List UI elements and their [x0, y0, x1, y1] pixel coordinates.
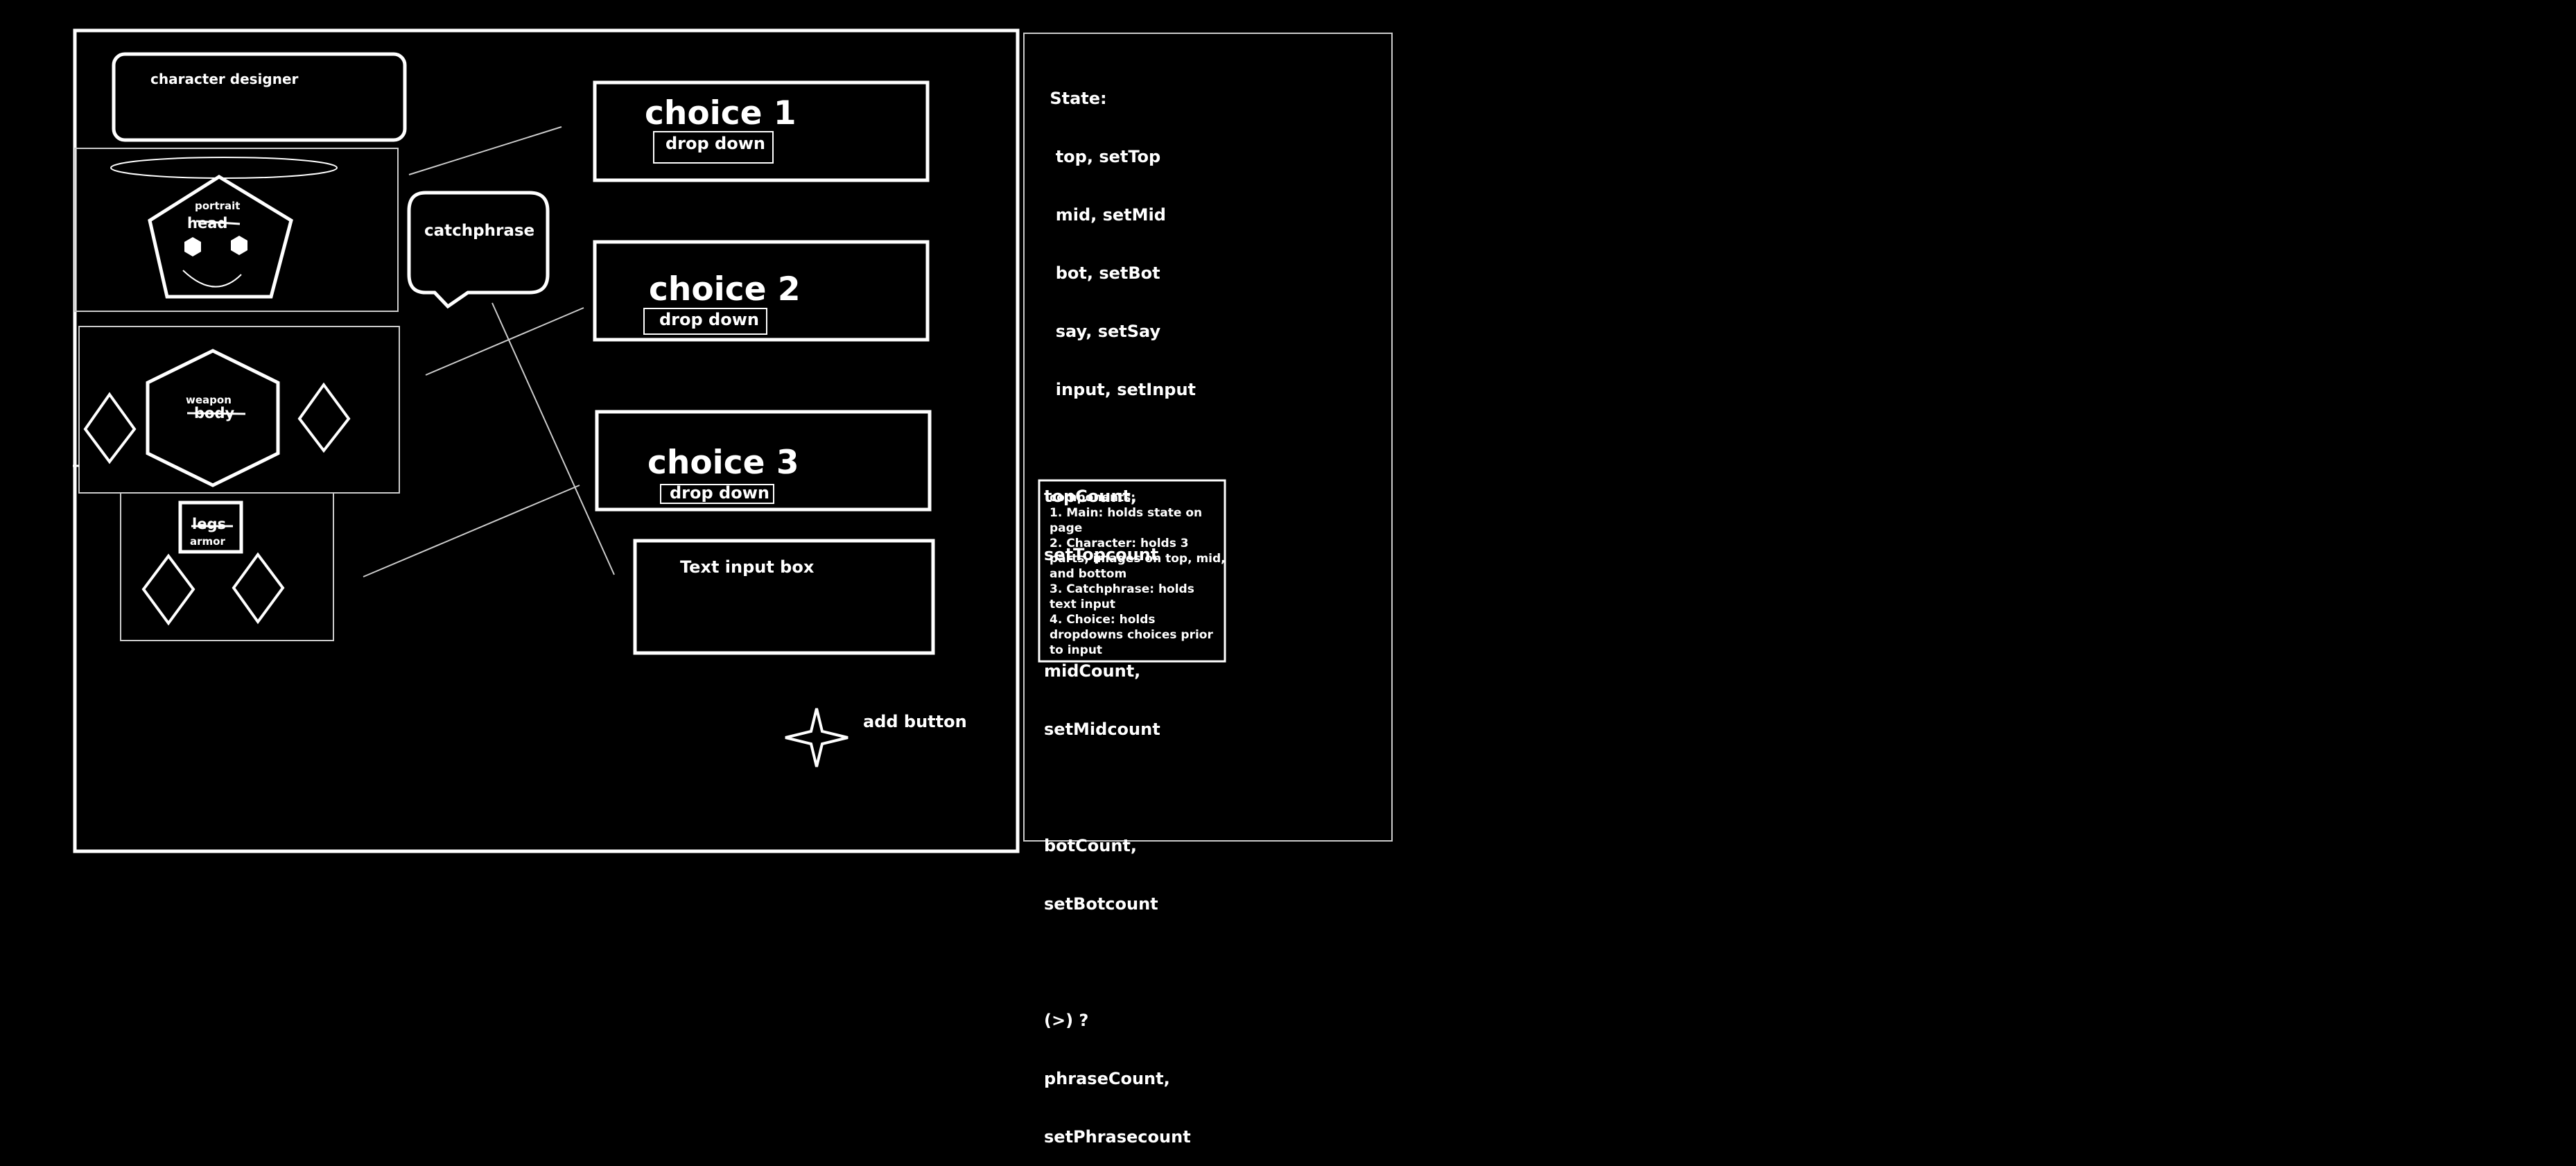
add-button-label[interactable]: add button — [863, 712, 967, 731]
left-diamond-icon — [83, 392, 137, 464]
legs-section — [120, 492, 334, 641]
text-input-label[interactable]: Text input box — [680, 557, 815, 577]
head-pentagon — [148, 175, 293, 299]
weapon-label: weapon — [186, 394, 232, 406]
dropdown-box-3 — [660, 484, 774, 504]
body-section — [78, 326, 400, 494]
body-label: body — [194, 405, 235, 421]
title-box — [112, 52, 407, 142]
choice-box-2 — [593, 240, 930, 342]
wireframe-canvas — [73, 28, 1393, 853]
connector-line — [425, 307, 584, 376]
dropdown-3[interactable]: drop down — [670, 483, 769, 503]
left-leg-diamond-icon — [141, 553, 195, 626]
legs-box — [178, 501, 243, 554]
body-strikethrough — [186, 412, 246, 415]
text-input-box — [633, 539, 935, 655]
add-star-icon — [785, 708, 848, 767]
components-box — [1038, 479, 1226, 663]
choice-box-3 — [595, 410, 932, 512]
legs-label: legs — [192, 516, 226, 532]
choice-title-3: choice 3 — [647, 444, 799, 482]
choice-box-1 — [593, 80, 930, 182]
head-label: head — [187, 215, 228, 232]
dropdown-box-2 — [643, 308, 767, 335]
connector-line — [491, 302, 615, 575]
halo-shape — [110, 157, 338, 179]
connector-line — [408, 126, 562, 175]
choice-title-1: choice 1 — [645, 94, 797, 132]
choice-title-2: choice 2 — [649, 270, 801, 308]
head-section — [74, 148, 399, 312]
right-diamond-icon — [297, 382, 351, 453]
dropdown-2[interactable]: drop down — [659, 310, 759, 329]
armor-label: armor — [190, 535, 225, 548]
right-leg-diamond-icon — [232, 552, 285, 625]
portrait-label: portrait — [195, 200, 241, 212]
mouth-shape — [182, 270, 242, 288]
catchphrase-label: catchphrase — [424, 222, 535, 240]
head-strikethrough — [195, 220, 241, 225]
speech-bubble — [407, 191, 550, 309]
state-panel — [1023, 33, 1393, 842]
components-list: components: 1. Main: holds state on page… — [1050, 491, 1226, 657]
app-title: character designer — [150, 71, 299, 87]
dropdown-box-1 — [653, 131, 774, 164]
body-hexagon — [146, 349, 280, 487]
connector-line — [363, 485, 580, 577]
main-frame — [73, 28, 1020, 853]
dropdown-1[interactable]: drop down — [665, 134, 765, 153]
right-eye-icon — [231, 236, 247, 255]
left-eye-icon — [184, 237, 201, 256]
